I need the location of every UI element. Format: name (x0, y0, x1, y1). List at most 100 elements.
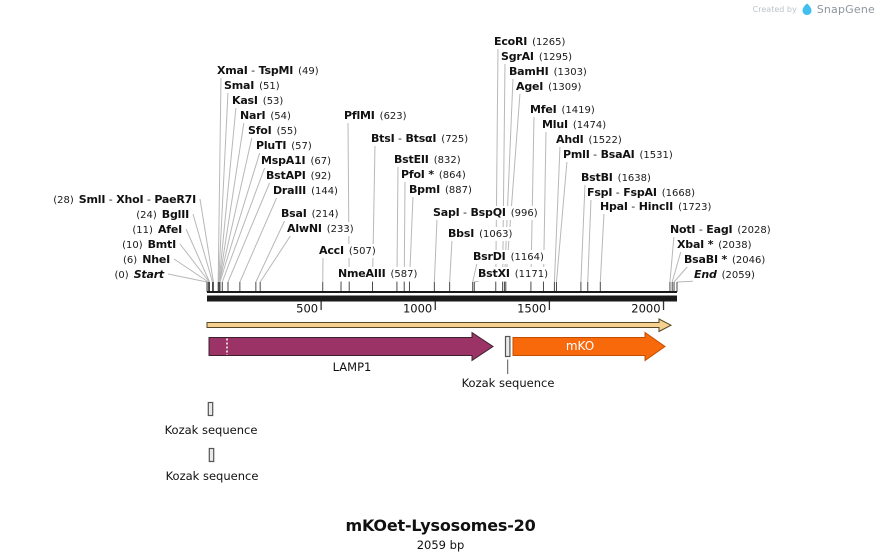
enzyme-label[interactable]: FspI - FspAI(1668) (586, 186, 697, 200)
enzyme-label[interactable]: XmaI - TspMI(49) (216, 64, 320, 78)
enzyme-label[interactable]: DraIII(144) (272, 184, 339, 198)
leader-line (502, 62, 506, 283)
leader-line (599, 212, 605, 283)
kozak-sequence-label-2[interactable]: Kozak sequence (164, 423, 258, 437)
enzyme-label[interactable]: PluTI(57) (255, 139, 313, 153)
leader-line (219, 151, 261, 283)
snapgene-badge: Created by SnapGene (753, 3, 875, 16)
kozak-sequence-label-3[interactable]: Kozak sequence (165, 469, 259, 483)
enzyme-label[interactable]: BstXI(1171) (477, 267, 550, 281)
sequence-bar (207, 295, 677, 302)
created-by-text: Created by (752, 5, 797, 14)
feature-arrow-lamp1[interactable] (208, 331, 494, 362)
enzyme-label[interactable]: NotI - EagI(2028) (669, 223, 772, 237)
enzyme-label[interactable]: EcoRI(1265) (493, 35, 567, 49)
enzyme-label[interactable]: BamHI(1303) (508, 65, 588, 79)
leader-line (433, 218, 438, 283)
enzyme-label[interactable]: BstBI(1638) (580, 171, 652, 185)
enzyme-label[interactable]: SapI - BspQI(996) (432, 206, 539, 220)
leader-line (218, 121, 245, 283)
feature-label-mko[interactable]: mKO (565, 339, 595, 353)
leader-line (449, 239, 453, 283)
leader-line (396, 165, 399, 283)
enzyme-label[interactable]: BsaBI *(2046) (683, 253, 767, 267)
enzyme-label[interactable]: (0)Start (113, 268, 165, 282)
leader-line (371, 144, 376, 283)
enzyme-label[interactable]: End(2059) (693, 268, 756, 282)
kozak-sequence-label-1[interactable]: Kozak sequence (461, 376, 555, 390)
enzyme-label[interactable]: AhdI(1522) (555, 133, 623, 147)
enzyme-label[interactable]: PflMI(623) (343, 109, 408, 123)
snapgene-brand-text: SnapGene (816, 3, 875, 16)
enzyme-label[interactable]: NmeAIII(587) (337, 267, 419, 281)
leader-line (587, 198, 592, 283)
leader-line (259, 234, 292, 283)
enzyme-label[interactable]: SmaI(51) (223, 79, 281, 93)
snapgene-logo-icon (802, 3, 812, 15)
map-length: 2059 bp (416, 538, 465, 552)
leader-line (553, 145, 561, 283)
leader-line (255, 219, 286, 283)
enzyme-label[interactable]: (6)NheI (122, 253, 171, 267)
whole-sequence-arrow[interactable] (206, 318, 673, 333)
leader-line (192, 213, 213, 283)
leader-line (179, 243, 210, 283)
enzyme-label[interactable]: (10)BmtI (121, 238, 177, 252)
enzyme-label[interactable]: BsaI(214) (280, 207, 340, 221)
leader-line (669, 235, 675, 283)
enzyme-label[interactable]: HpaI - HincII(1723) (599, 200, 713, 214)
map-title-block: mKOet-Lysosomes-20 2059 bp (0, 516, 881, 552)
enzyme-label[interactable]: (11)AfeI (131, 223, 183, 237)
enzyme-label[interactable]: (28)SmlI - XhoI - PaeR7I (52, 193, 197, 207)
ruler-tick-label: 1000 (403, 302, 432, 316)
sequence-bar-top (207, 291, 677, 293)
enzyme-label[interactable]: PfoI *(864) (400, 168, 467, 182)
leader-line (217, 76, 222, 283)
enzyme-label[interactable]: BtsI - BtsαI(725) (370, 132, 470, 146)
enzyme-label[interactable]: SfoI(55) (247, 124, 299, 138)
leader-line (403, 180, 406, 283)
kozak-marker[interactable] (208, 447, 215, 463)
enzyme-label[interactable]: BstAPI(92) (265, 169, 333, 183)
leader-line (218, 106, 237, 283)
feature-arrow-mko[interactable] (512, 331, 666, 362)
enzyme-label[interactable]: KasI(53) (231, 94, 285, 108)
ruler-tick-label: 2000 (631, 302, 660, 316)
leader-line (167, 273, 208, 283)
leader-line (671, 250, 682, 283)
leader-line (199, 198, 214, 283)
enzyme-label[interactable]: (24)BglII (135, 208, 190, 222)
leader-line (555, 160, 568, 283)
enzyme-label[interactable]: MspA1I(67) (260, 154, 332, 168)
enzyme-label[interactable]: BsrDI(1164) (472, 250, 545, 264)
leader-line (580, 183, 586, 283)
leader-line (218, 91, 229, 283)
leader-line (185, 228, 210, 283)
kozak-marker[interactable] (504, 335, 511, 358)
leader-line (673, 265, 689, 283)
kozak-marker[interactable] (207, 401, 214, 417)
ruler-tick-label: 1500 (517, 302, 546, 316)
enzyme-label[interactable]: BstEII(832) (393, 153, 462, 167)
enzyme-label[interactable]: SgrAI(1295) (500, 50, 574, 64)
leader-line (173, 258, 209, 283)
map-title: mKOet-Lysosomes-20 (345, 516, 536, 535)
enzyme-label[interactable]: AlwNI(233) (286, 222, 355, 236)
leader-line (472, 262, 478, 283)
enzyme-label[interactable]: PmlI - BsaAI(1531) (562, 148, 674, 162)
enzyme-label[interactable]: MfeI(1419) (529, 103, 596, 117)
enzyme-label[interactable]: AccI(507) (318, 244, 377, 258)
leader-line (221, 166, 266, 283)
ruler-tick-label: 500 (296, 302, 318, 316)
enzyme-label[interactable]: XbaI *(2038) (676, 238, 753, 252)
enzyme-label[interactable]: BpmI(887) (408, 183, 473, 197)
enzyme-label[interactable]: AgeI(1309) (515, 80, 583, 94)
feature-label-lamp1[interactable]: LAMP1 (332, 360, 372, 374)
enzyme-label[interactable]: BbsI(1063) (447, 227, 514, 241)
enzyme-label[interactable]: MluI(1474) (541, 118, 608, 132)
leader-line (495, 47, 499, 283)
enzyme-label[interactable]: NarI(54) (239, 109, 292, 123)
